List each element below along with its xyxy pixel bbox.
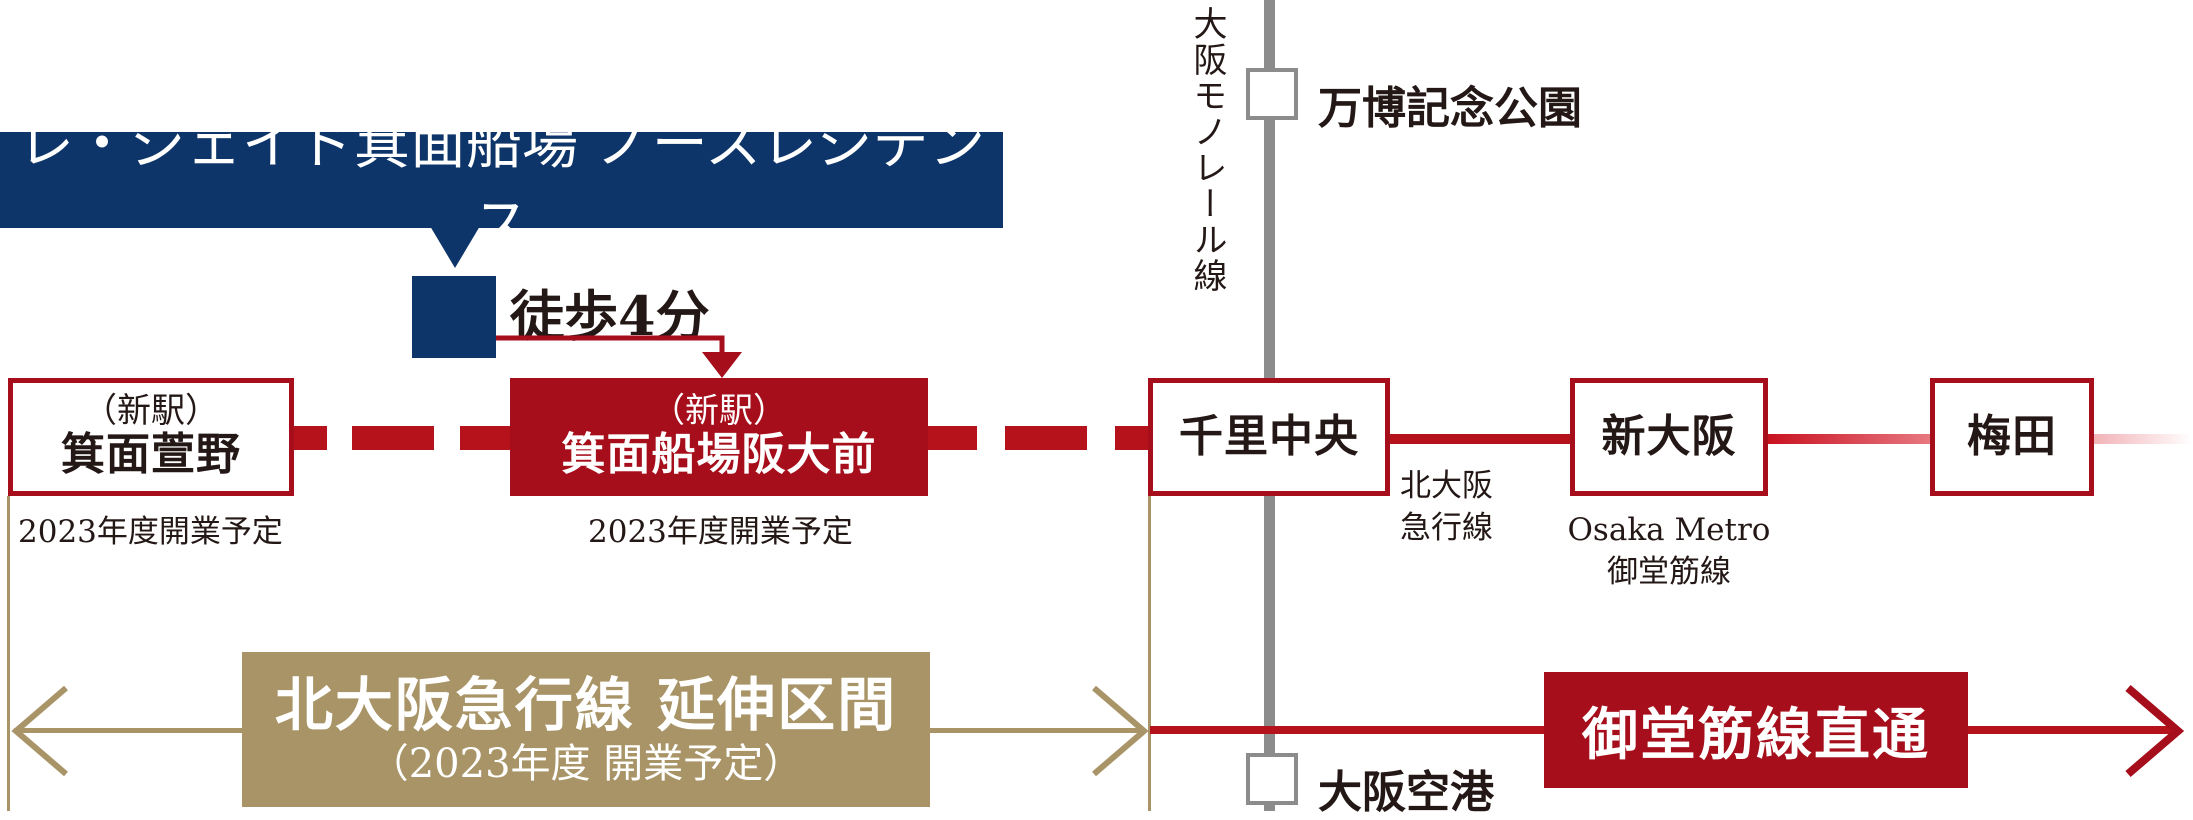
station-name: 千里中央 [1179, 410, 1359, 462]
extension-arrow-left [11, 685, 68, 777]
station-name: 箕面萱野 [61, 429, 241, 481]
monorail-station-marker-bottom [1246, 753, 1298, 805]
extension-label-box: 北大阪急行線 延伸区間 （2023年度 開業予定） [242, 652, 930, 807]
extension-dash-4 [925, 426, 977, 450]
station-senri-chuo: 千里中央 [1148, 378, 1390, 496]
extension-guide-left [7, 496, 10, 811]
extension-dash-3 [460, 426, 510, 450]
station-note-minoh-semba: 2023年度開業予定 [588, 514, 853, 550]
line-shinosaka-umeda [1764, 434, 1934, 444]
property-banner: レ・ジェイド箕面船場 ノースレジデンス [0, 112, 1003, 258]
station-name: 箕面船場阪大前 [561, 429, 877, 481]
direct-arrow-head [2125, 684, 2185, 778]
station-minoh-semba: （新駅） 箕面船場阪大前 [510, 378, 928, 496]
line-umeda-continues [2094, 434, 2193, 444]
direct-label-box: 御堂筋線直通 [1544, 672, 1968, 788]
station-new-label: （新駅） [83, 391, 219, 431]
station-shin-osaka: 新大阪 [1570, 378, 1768, 496]
extension-dash-6 [1115, 426, 1151, 450]
monorail-station-top: 万博記念公園 [1318, 83, 1582, 134]
station-note-minoh-kayano: 2023年度開業予定 [18, 514, 283, 550]
station-name: 新大阪 [1601, 410, 1737, 462]
extension-guide-right [1148, 496, 1151, 811]
line-label-osaka-metro: Osaka Metro 御堂筋線 [1567, 512, 1771, 590]
extension-dash-5 [1005, 426, 1087, 450]
extension-dash-1 [291, 426, 327, 450]
walk-arrow [496, 335, 742, 378]
line-label-kita-osaka: 北大阪 急行線 [1400, 468, 1493, 546]
monorail-station-bottom: 大阪空港 [1318, 767, 1494, 818]
extension-dash-2 [352, 426, 434, 450]
station-new-label: （新駅） [651, 391, 787, 431]
banner-pointer [430, 226, 480, 268]
monorail-station-marker-top [1246, 68, 1298, 120]
direct-label: 御堂筋線直通 [1582, 701, 1930, 768]
property-marker [412, 276, 496, 358]
extension-title: 北大阪急行線 延伸区間 [274, 670, 898, 739]
station-umeda: 梅田 [1930, 378, 2094, 496]
extension-subtitle: （2023年度 開業予定） [368, 741, 804, 788]
station-name: 梅田 [1967, 410, 2057, 462]
monorail-line-label: 大阪モノレール線 [1187, 6, 1227, 294]
extension-arrow-right [1092, 685, 1149, 777]
property-name: レ・ジェイド箕面船場 ノースレジデンス [17, 112, 985, 258]
line-senri-shinosaka [1388, 434, 1572, 444]
station-minoh-kayano: （新駅） 箕面萱野 [8, 378, 294, 496]
